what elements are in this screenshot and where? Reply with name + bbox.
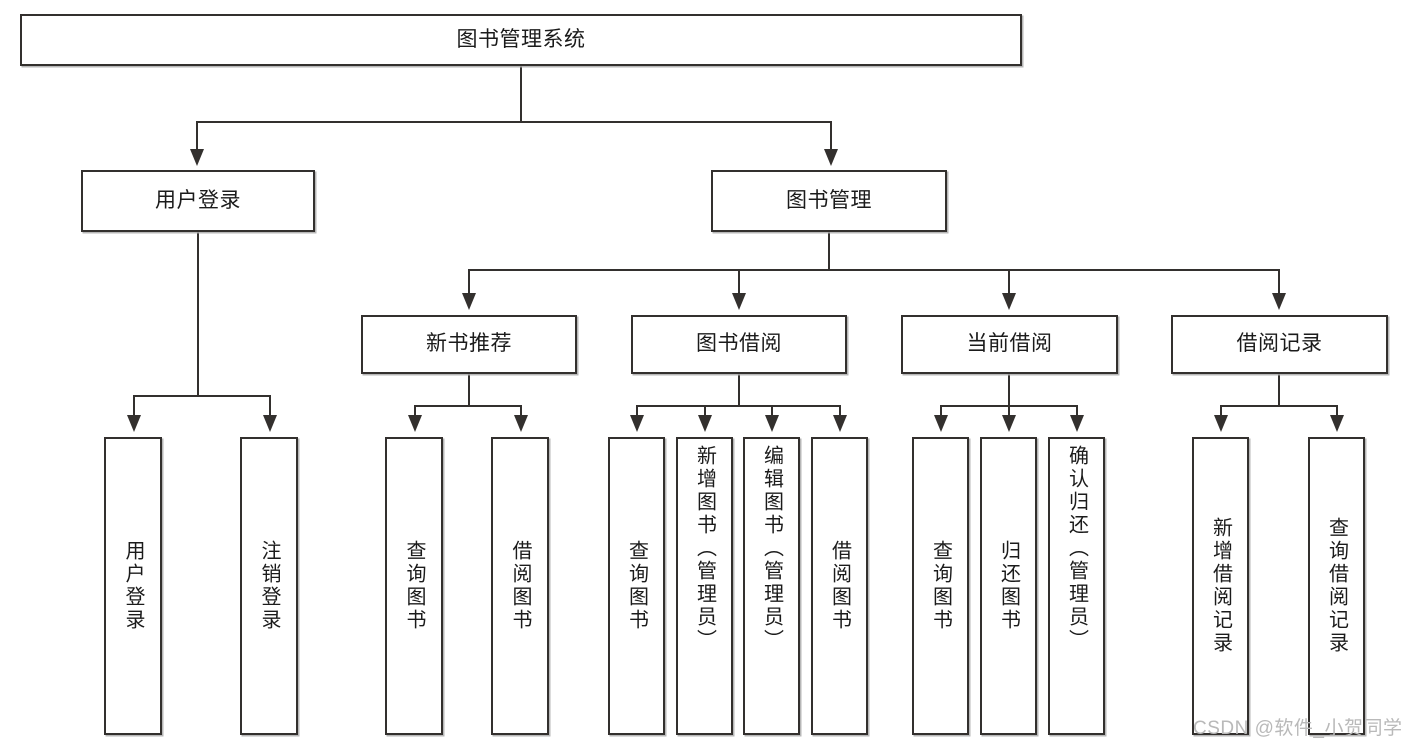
connector-user-login-trunk — [197, 232, 199, 396]
connector-to-new-book-recommend — [468, 269, 470, 294]
node-book-management-system[interactable]: 图书管理系统 — [20, 14, 1022, 66]
node-label: 借阅图书 — [828, 540, 851, 632]
arrowhead-leaf-edit-book — [765, 415, 779, 432]
connector-root-to-book-management — [830, 121, 832, 151]
arrowhead-leaf-return-book — [1002, 415, 1016, 432]
connector-to-borrow-record — [1278, 269, 1280, 294]
node-label: 归还图书 — [997, 540, 1020, 632]
connector-book-borrow-leaf2 — [704, 405, 706, 417]
connector-new-book-bus — [414, 405, 522, 407]
arrowhead-leaf-confirm-return — [1070, 415, 1084, 432]
node-label: 查询图书 — [929, 540, 952, 632]
connector-current-borrow-leaf1 — [940, 405, 942, 417]
connector-to-book-borrow — [738, 269, 740, 294]
node-leaf-logout-login[interactable]: 注销登录 — [240, 437, 298, 735]
node-label: 用户登录 — [122, 540, 144, 632]
connector-current-borrow-leaf3 — [1076, 405, 1078, 417]
arrowhead-new-book-recommend — [462, 293, 476, 310]
node-label: 当前借阅 — [966, 332, 1053, 356]
arrowhead-leaf-query-record — [1330, 415, 1344, 432]
node-book-borrow[interactable]: 图书借阅 — [631, 315, 847, 374]
connector-book-borrow-trunk — [738, 374, 740, 406]
connector-current-borrow-leaf2 — [1008, 405, 1010, 417]
connector-book-borrow-leaf3 — [771, 405, 773, 417]
node-book-management[interactable]: 图书管理 — [711, 170, 947, 232]
node-label: 查询借阅记录 — [1325, 517, 1348, 655]
arrowhead-leaf-add-record — [1214, 415, 1228, 432]
connector-root-bus — [196, 121, 832, 123]
node-label: 图书借阅 — [696, 332, 782, 356]
connector-book-borrow-bus — [636, 405, 841, 407]
node-borrow-record[interactable]: 借阅记录 — [1171, 315, 1388, 374]
node-label: 图书管理系统 — [456, 27, 586, 51]
node-label: 注销登录 — [258, 540, 280, 632]
connector-book-borrow-leaf4 — [839, 405, 841, 417]
node-leaf-edit-book[interactable]: 编辑图书（管理员） — [743, 437, 800, 735]
node-leaf-add-record[interactable]: 新增借阅记录 — [1192, 437, 1249, 735]
connector-root-trunk — [520, 66, 522, 122]
connector-current-borrow-trunk — [1008, 374, 1010, 406]
connector-borrow-record-bus — [1220, 405, 1338, 407]
node-label: 查询图书 — [403, 540, 425, 632]
node-label: 新书推荐 — [426, 332, 512, 356]
node-leaf-query-book-3[interactable]: 查询图书 — [912, 437, 969, 735]
arrowhead-leaf-add-book — [698, 415, 712, 432]
node-new-book-recommend[interactable]: 新书推荐 — [361, 315, 577, 374]
connector-borrow-record-trunk — [1278, 374, 1280, 406]
node-leaf-confirm-return[interactable]: 确认归还（管理员） — [1048, 437, 1105, 735]
arrowhead-user-login — [190, 149, 204, 166]
arrowhead-book-management — [824, 149, 838, 166]
node-leaf-query-book-2[interactable]: 查询图书 — [608, 437, 665, 735]
connector-borrow-record-leaf2 — [1336, 405, 1338, 417]
node-leaf-add-book[interactable]: 新增图书（管理员） — [676, 437, 733, 735]
node-label: 查询图书 — [625, 540, 648, 632]
arrowhead-borrow-record — [1272, 293, 1286, 310]
connector-borrow-record-leaf1 — [1220, 405, 1222, 417]
node-label: 用户登录 — [155, 188, 241, 212]
node-label: 借阅图书 — [509, 540, 531, 632]
connector-new-book-leaf2 — [520, 405, 522, 417]
node-label: 确认归还（管理员） — [1065, 445, 1088, 652]
connector-level3-bus — [468, 269, 1280, 271]
arrowhead-leaf-borrow-book-2 — [833, 415, 847, 432]
connector-to-current-borrow — [1008, 269, 1010, 294]
node-label: 图书管理 — [786, 188, 872, 212]
node-leaf-borrow-book-1[interactable]: 借阅图书 — [491, 437, 549, 735]
connector-book-borrow-leaf1 — [636, 405, 638, 417]
arrowhead-current-borrow — [1002, 293, 1016, 310]
arrowhead-leaf-query-book-1 — [408, 415, 422, 432]
connector-new-book-trunk — [468, 374, 470, 406]
node-leaf-return-book[interactable]: 归还图书 — [980, 437, 1037, 735]
arrowhead-leaf-borrow-book-1 — [514, 415, 528, 432]
node-label: 借阅记录 — [1236, 332, 1323, 356]
arrowhead-leaf-query-book-2 — [630, 415, 644, 432]
connector-user-login-leaf1 — [133, 395, 135, 416]
connector-user-login-leaf2 — [269, 395, 271, 416]
node-leaf-query-book-1[interactable]: 查询图书 — [385, 437, 443, 735]
node-leaf-query-record[interactable]: 查询借阅记录 — [1308, 437, 1365, 735]
arrowhead-book-borrow — [732, 293, 746, 310]
node-label: 编辑图书（管理员） — [760, 445, 783, 652]
connector-book-management-trunk — [828, 232, 830, 270]
arrowhead-leaf-query-book-3 — [934, 415, 948, 432]
node-leaf-borrow-book-2[interactable]: 借阅图书 — [811, 437, 868, 735]
node-current-borrow[interactable]: 当前借阅 — [901, 315, 1118, 374]
node-label: 新增图书（管理员） — [693, 445, 716, 652]
connector-user-login-bus — [133, 395, 269, 397]
node-label: 新增借阅记录 — [1209, 517, 1232, 655]
arrowhead-leaf-user-login — [127, 415, 141, 432]
csdn-watermark: CSDN @软件_小贺同学 — [1193, 718, 1403, 739]
arrowhead-leaf-logout-login — [263, 415, 277, 432]
node-leaf-user-login[interactable]: 用户登录 — [104, 437, 162, 735]
connector-root-to-user-login — [196, 121, 198, 151]
node-user-login[interactable]: 用户登录 — [81, 170, 315, 232]
connector-new-book-leaf1 — [414, 405, 416, 417]
